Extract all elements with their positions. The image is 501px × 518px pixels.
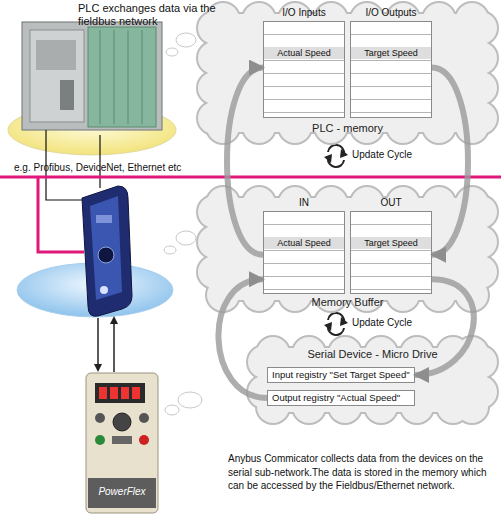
text-label: PowerFlex	[90, 486, 154, 498]
data-flow-arrow	[227, 68, 263, 255]
serial-link	[97, 318, 99, 366]
data-flow-arrow	[432, 68, 468, 255]
table-header: IN	[263, 196, 345, 210]
table-header: I/O Outputs	[350, 6, 432, 20]
cloud-title: Serial Device - Micro Drive	[245, 348, 500, 360]
registry-box: Input registry "Set Target Speed"	[267, 367, 415, 383]
table-grid: Target Speed	[350, 211, 432, 294]
text-label: e.g. Profibus, DeviceNet, Ethernet etc	[14, 162, 274, 174]
table-header: I/O Inputs	[263, 6, 345, 20]
table-grid: Actual Speed	[263, 211, 345, 294]
update-cycle-icon	[324, 145, 348, 167]
text-label: Update Cycle	[352, 149, 452, 161]
table-cell: Target Speed	[351, 237, 431, 249]
anybus-gateway	[82, 186, 132, 316]
memory-table: OUT Target Speed	[350, 196, 432, 294]
fieldbus-line	[0, 176, 501, 179]
memory-table: IN Actual Speed	[263, 196, 345, 294]
table-cell: Actual Speed	[264, 47, 344, 59]
text-label: PLC exchanges data via the fieldbus netw…	[78, 2, 228, 28]
memory-cloud: PLC - memoryI/O InputsActual SpeedI/O Ou…	[195, 0, 500, 146]
memory-table: I/O OutputsTarget Speed	[350, 6, 432, 118]
data-flow-arrow	[415, 279, 474, 375]
table-header: OUT	[350, 196, 432, 210]
wire	[99, 135, 100, 188]
fieldbus-drop	[38, 177, 84, 252]
text-label: Update Cycle	[352, 317, 452, 329]
cloud-title: PLC - memory	[195, 122, 500, 134]
data-flow-arrow	[218, 279, 267, 398]
table-grid: Target Speed	[350, 21, 432, 118]
caption: Anybus Commicator collects data from the…	[228, 452, 496, 493]
table-cell: Target Speed	[351, 47, 431, 59]
registry-box: Output registry "Actual Speed"	[267, 390, 415, 406]
memory-cloud: Memory Buffer IN Actual Speed OUT Target Spe…	[195, 184, 500, 314]
memory-cloud: Serial Device - Micro DriveInput registr…	[245, 334, 500, 426]
memory-table: I/O InputsActual Speed	[263, 6, 345, 118]
plc-unit	[22, 22, 162, 130]
cloud-shape	[195, 184, 500, 314]
micro-drive	[86, 373, 158, 513]
table-cell: Actual Speed	[264, 237, 344, 249]
registry-text: Output registry "Actual Speed"	[268, 391, 414, 405]
serial-link	[113, 322, 115, 372]
cloud-title: Memory Buffer	[195, 296, 500, 308]
update-cycle-icon	[324, 313, 348, 335]
registry-text: Input registry "Set Target Speed"	[268, 368, 414, 382]
table-grid: Actual Speed	[263, 21, 345, 118]
